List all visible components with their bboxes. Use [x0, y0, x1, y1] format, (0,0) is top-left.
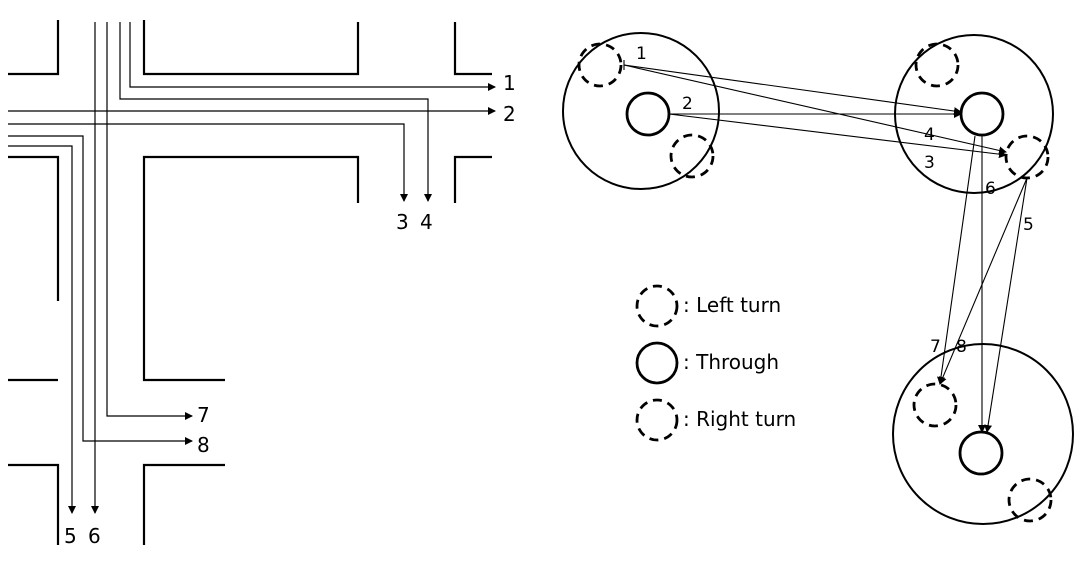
movement-label-6: 6 [88, 524, 101, 548]
node-west [562, 32, 720, 190]
through-legend-icon [635, 341, 679, 385]
link-label-5: 5 [1023, 215, 1034, 235]
left-turn-ring [912, 382, 958, 428]
link-label-7: 7 [930, 337, 941, 357]
graph-links [623, 60, 1028, 433]
legend-left-turn: : Left turn [683, 293, 781, 317]
movement-labels: 1 2 3 4 5 6 7 8 [64, 71, 516, 548]
link-5 [984, 177, 1028, 433]
link-label-1: 1 [636, 44, 647, 64]
legend: : Left turn : Through : Right turn [635, 284, 796, 442]
link-1b [623, 64, 1007, 155]
through-ring [959, 91, 1005, 137]
movement-label-7: 7 [197, 403, 210, 427]
movement-label-5: 5 [64, 524, 77, 548]
movement-label-8: 8 [197, 433, 210, 457]
link-label-4: 4 [924, 125, 935, 145]
movement-7-path [106, 22, 193, 420]
link-1 [623, 64, 962, 115]
legend-through: : Through [683, 350, 779, 374]
link-label-8: 8 [956, 337, 967, 357]
movement-3-path [8, 123, 408, 202]
right-turn-ring [1007, 477, 1053, 523]
movement-label-1: 1 [503, 71, 516, 95]
through-ring [958, 430, 1004, 476]
left-turn-ring [577, 42, 623, 88]
movement-label-2: 2 [503, 102, 516, 126]
right-turn-legend-icon [635, 398, 679, 442]
movement-5-path [8, 145, 76, 514]
right-turn-ring [669, 133, 715, 179]
through-ring [625, 91, 671, 137]
legend-right-turn: : Right turn [683, 407, 796, 431]
movement-paths [8, 22, 496, 514]
left-turn-legend-icon [635, 284, 679, 328]
link-2b [668, 113, 1007, 159]
left-turn-ring [914, 42, 960, 88]
link-8 [939, 177, 1028, 385]
movement-label-4: 4 [420, 210, 433, 234]
road-outline [8, 20, 492, 545]
movement-label-3: 3 [396, 210, 409, 234]
link-label-3: 3 [924, 153, 935, 173]
link-label-6: 6 [985, 179, 996, 199]
link-label-2: 2 [682, 94, 693, 114]
link-7 [937, 135, 976, 385]
graph-link-labels: 1 2 3 4 5 6 7 8 [636, 44, 1034, 357]
movement-4-path [119, 22, 432, 202]
node-south [892, 343, 1074, 525]
movement-8-path [8, 135, 193, 445]
movement-1-path [129, 22, 496, 91]
